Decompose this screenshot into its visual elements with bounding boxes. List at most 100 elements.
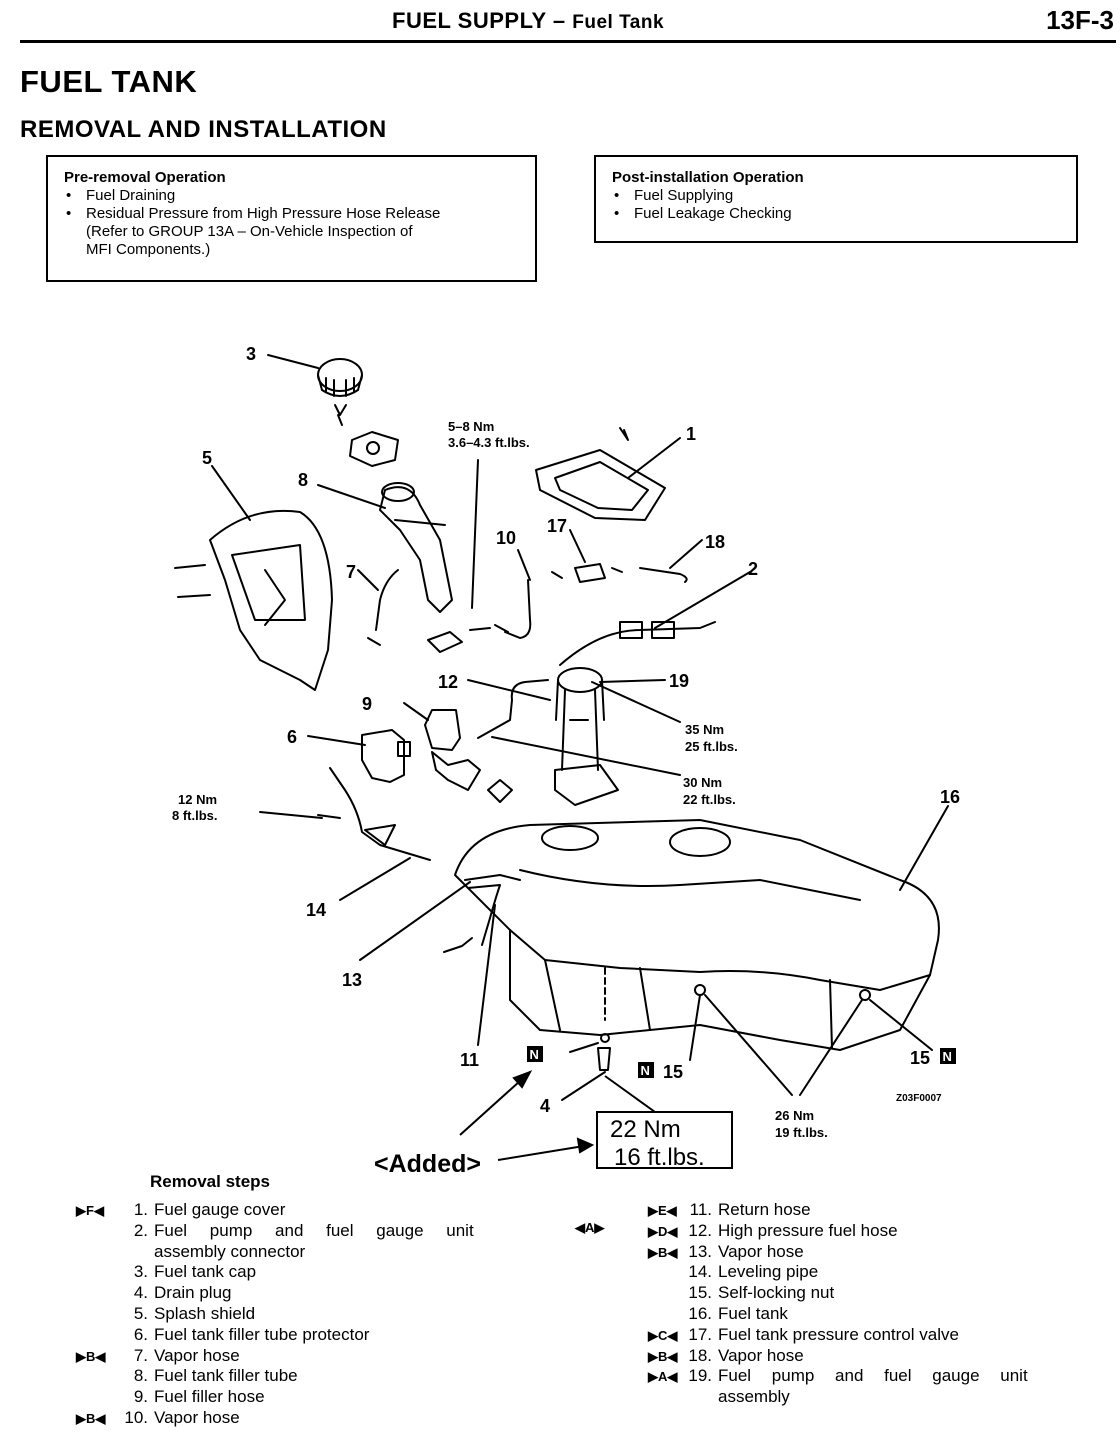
callout-2: 2 <box>748 559 758 579</box>
removal-step-text: Fuel gauge cover <box>154 1200 286 1219</box>
removal-step: 16.Fuel tank <box>648 1304 1028 1325</box>
removal-step-mark: ▶B◀ <box>76 1348 106 1364</box>
removal-step: ▶F◀ 1. Fuel gauge cover <box>76 1200 474 1221</box>
vapor-hose-18-drawing <box>639 567 688 583</box>
callout-12: 12 <box>438 672 458 692</box>
removal-step-number: 2. <box>133 1220 148 1240</box>
removal-step-number: 17. <box>688 1324 712 1344</box>
pre-removal-box: Pre-removal Operation Fuel Draining Resi… <box>46 155 537 282</box>
filler-tube-drawing <box>379 486 453 613</box>
pre-removal-item-cont: (Refer to GROUP 13A – On-Vehicle Inspect… <box>86 223 413 240</box>
removal-step-number: 6. <box>133 1324 148 1344</box>
vapor-hose-7-drawing <box>375 569 399 631</box>
removal-step-mark: ▶F◀ <box>76 1203 104 1218</box>
new-part-mark-group: N N N <box>527 1046 956 1078</box>
removal-step-text: Vapor hose <box>154 1407 240 1427</box>
added-label: <Added> <box>374 1150 481 1178</box>
callout-18: 18 <box>705 532 725 552</box>
callout-6: 6 <box>287 727 297 747</box>
removal-step-text: Splash shield <box>154 1303 256 1323</box>
fuel-gauge-cover-drawing <box>535 449 666 521</box>
post-installation-item: Fuel Supplying <box>612 187 1062 205</box>
removal-step-mark: ▶B◀ <box>648 1244 678 1260</box>
removal-step: assembly connector <box>76 1242 474 1263</box>
removal-step-number: 4. <box>133 1283 148 1303</box>
removal-step: 2. Fuel pump and fuel gauge unit <box>76 1221 474 1242</box>
removal-step: 9.Fuel filler hose <box>76 1387 474 1408</box>
removal-step: 5. Splash shield <box>76 1304 474 1325</box>
removal-step-number: 15. <box>688 1283 712 1303</box>
removal-step-number: 13. <box>688 1241 712 1261</box>
callout-17: 17 <box>547 516 567 536</box>
callout-9: 9 <box>362 694 372 714</box>
torque-spec-4-nm: 12 Nm <box>178 792 217 807</box>
removal-step-text: Fuel pump and fuel gauge unit <box>718 1366 1028 1386</box>
removal-step: ▶B◀10.Vapor hose <box>76 1408 474 1429</box>
callout-13: 13 <box>342 970 362 990</box>
removal-step-number: 7. <box>133 1345 148 1365</box>
pressure-control-valve-drawing <box>574 563 606 583</box>
removal-step-number: 14. <box>688 1262 712 1282</box>
removal-steps-right: ▶E◀11.Return hose ▶D◀12.High pressure fu… <box>648 1200 1028 1408</box>
callout-1: 1 <box>686 424 696 444</box>
removal-step-text: Drain plug <box>154 1283 232 1303</box>
removal-step-text: Return hose <box>718 1200 811 1219</box>
figure-code: Z03F0007 <box>896 1093 942 1104</box>
cap-gasket-drawing <box>349 431 399 467</box>
torque-spec-3-ftlbs: 22 ft.lbs. <box>683 792 736 807</box>
removal-step: 3.Fuel tank cap <box>76 1262 474 1283</box>
fuel-pump-drawing <box>557 667 603 693</box>
filler-hose-drawing <box>424 709 461 751</box>
torque-spec-1-ftlbs: 3.6–4.3 ft.lbs. <box>448 435 530 450</box>
removal-step-text: assembly <box>718 1387 790 1407</box>
removal-step-number: 12. <box>688 1220 712 1240</box>
high-pressure-hose-drawing <box>477 679 549 739</box>
added-torque-ftlbs: 16 ft.lbs. <box>614 1144 705 1171</box>
removal-step-mark: ▶B◀ <box>76 1410 106 1426</box>
removal-step-text: Fuel tank filler tube <box>154 1366 298 1386</box>
removal-step: 6.Fuel tank filler tube protector <box>76 1325 474 1346</box>
connector-harness-drawing <box>559 621 716 666</box>
header-title-main: FUEL SUPPLY – <box>392 8 566 33</box>
torque-spec-4-ftlbs: 8 ft.lbs. <box>172 808 218 823</box>
torque-spec-3-nm: 30 Nm <box>683 775 722 790</box>
removal-step: ▶B◀7.Vapor hose <box>76 1346 474 1367</box>
subsection-title: REMOVAL AND INSTALLATION <box>20 116 387 143</box>
post-installation-item: Fuel Leakage Checking <box>612 205 1062 223</box>
removal-step-number: 8. <box>133 1366 148 1386</box>
removal-step-text: Leveling pipe <box>718 1262 819 1282</box>
removal-step-number: 1. <box>133 1200 148 1219</box>
removal-step: ▶A◀ 19. Fuel pump and fuel gauge unit <box>648 1366 1028 1387</box>
torque-spec-5-ftlbs: 19 ft.lbs. <box>775 1125 828 1140</box>
callout-15-right: 15 <box>910 1048 930 1068</box>
removal-step: assembly <box>648 1387 1028 1408</box>
pre-removal-item-cont: MFI Components.) <box>86 241 211 258</box>
added-torque-box <box>596 1111 733 1169</box>
removal-step-number: 19. <box>688 1366 712 1386</box>
removal-step: ▶C◀17.Fuel tank pressure control valve <box>648 1325 1028 1346</box>
removal-step-mark: ▶A◀ <box>648 1369 678 1385</box>
removal-step: ▶B◀ 13. Vapor hose <box>648 1242 1028 1263</box>
removal-step: 14. Leveling pipe <box>648 1262 1028 1283</box>
removal-step-text: Fuel filler hose <box>154 1387 265 1407</box>
torque-spec-2-nm: 35 Nm <box>685 722 724 737</box>
removal-step-number: 5. <box>133 1303 148 1323</box>
pre-removal-item: Residual Pressure from High Pressure Hos… <box>64 205 521 223</box>
callout-16: 16 <box>940 787 960 807</box>
filler-tube-protector-drawing <box>361 729 405 783</box>
torque-spec-2-ftlbs: 25 ft.lbs. <box>685 739 738 754</box>
removal-step-text: Vapor hose <box>718 1241 804 1261</box>
removal-step-text: Fuel pump and fuel gauge unit <box>154 1220 474 1240</box>
removal-step-mark: ▶B◀ <box>648 1348 678 1364</box>
removal-step: ▶D◀12.High pressure fuel hose <box>648 1221 1028 1242</box>
removal-step: ▶B◀18.Vapor hose <box>648 1346 1028 1367</box>
callout-11: 11 <box>460 1050 479 1070</box>
callout-10: 10 <box>496 528 516 548</box>
removal-step: 15.Self-locking nut <box>648 1283 1028 1304</box>
removal-step: 8. Fuel tank filler tube <box>76 1366 474 1387</box>
vapor-hose-13-drawing <box>464 874 521 946</box>
removal-step-mark: ▶D◀ <box>648 1223 678 1239</box>
pre-removal-item: Fuel Draining <box>64 187 521 205</box>
callout-4: 4 <box>540 1096 550 1116</box>
callout-3: 3 <box>246 344 256 364</box>
